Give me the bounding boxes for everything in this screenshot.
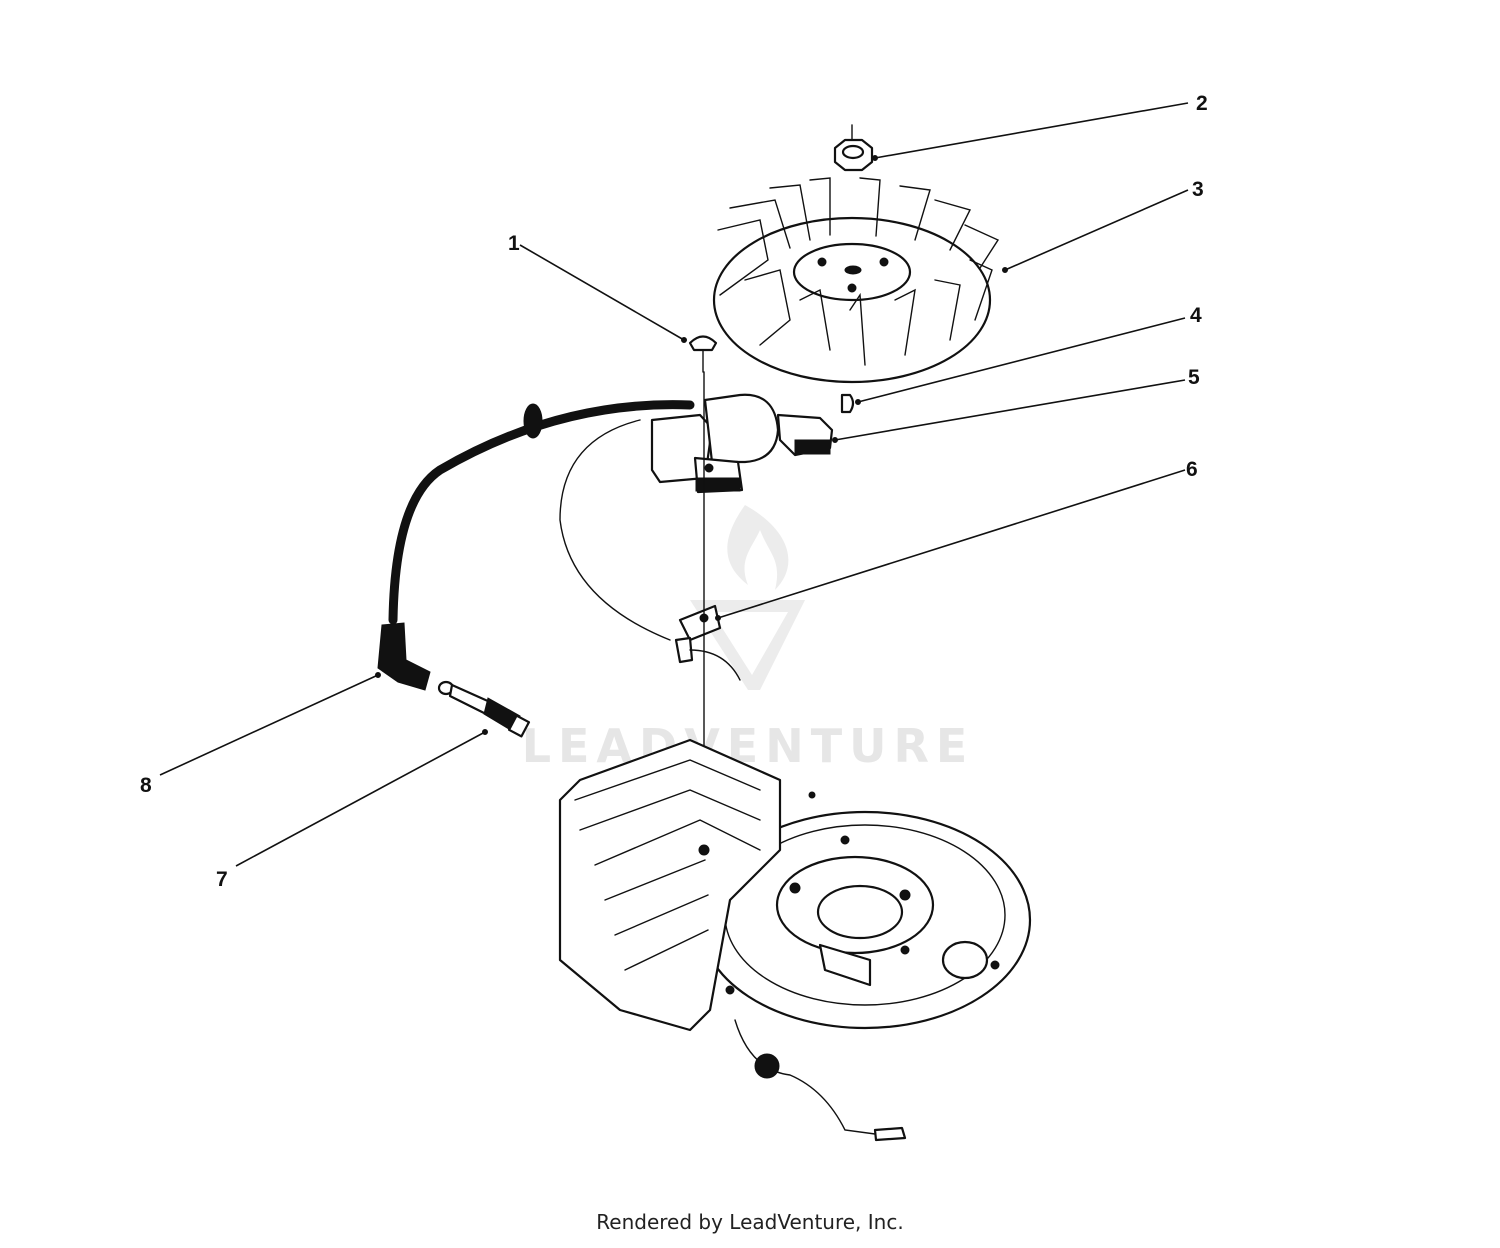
engine-block: [558, 738, 1032, 1142]
callout-7: 7: [216, 868, 228, 891]
callout-4: 4: [1190, 304, 1202, 327]
callout-2: 2: [1196, 92, 1208, 115]
callout-6: 6: [1186, 458, 1198, 481]
watermark-logo: [690, 505, 805, 690]
spark-plug[interactable]: [437, 680, 531, 738]
footer-credit: Rendered by LeadVenture, Inc.: [596, 1210, 904, 1234]
leader-lines: [159, 102, 1189, 867]
callout-3: 3: [1192, 178, 1204, 201]
callout-8: 8: [140, 774, 152, 797]
callout-labels: 1 2 3 4 5 6 7 8: [140, 92, 1208, 891]
watermark: LEADVENTURE: [522, 505, 967, 773]
callout-1: 1: [508, 232, 520, 255]
module-screw[interactable]: [688, 335, 718, 373]
flywheel-key[interactable]: [840, 393, 855, 414]
callout-5: 5: [1188, 366, 1200, 389]
flywheel[interactable]: [712, 177, 1000, 384]
spark-plug-boot[interactable]: [377, 622, 431, 691]
ignition-module[interactable]: [388, 393, 834, 641]
flywheel-nut[interactable]: [833, 124, 874, 172]
